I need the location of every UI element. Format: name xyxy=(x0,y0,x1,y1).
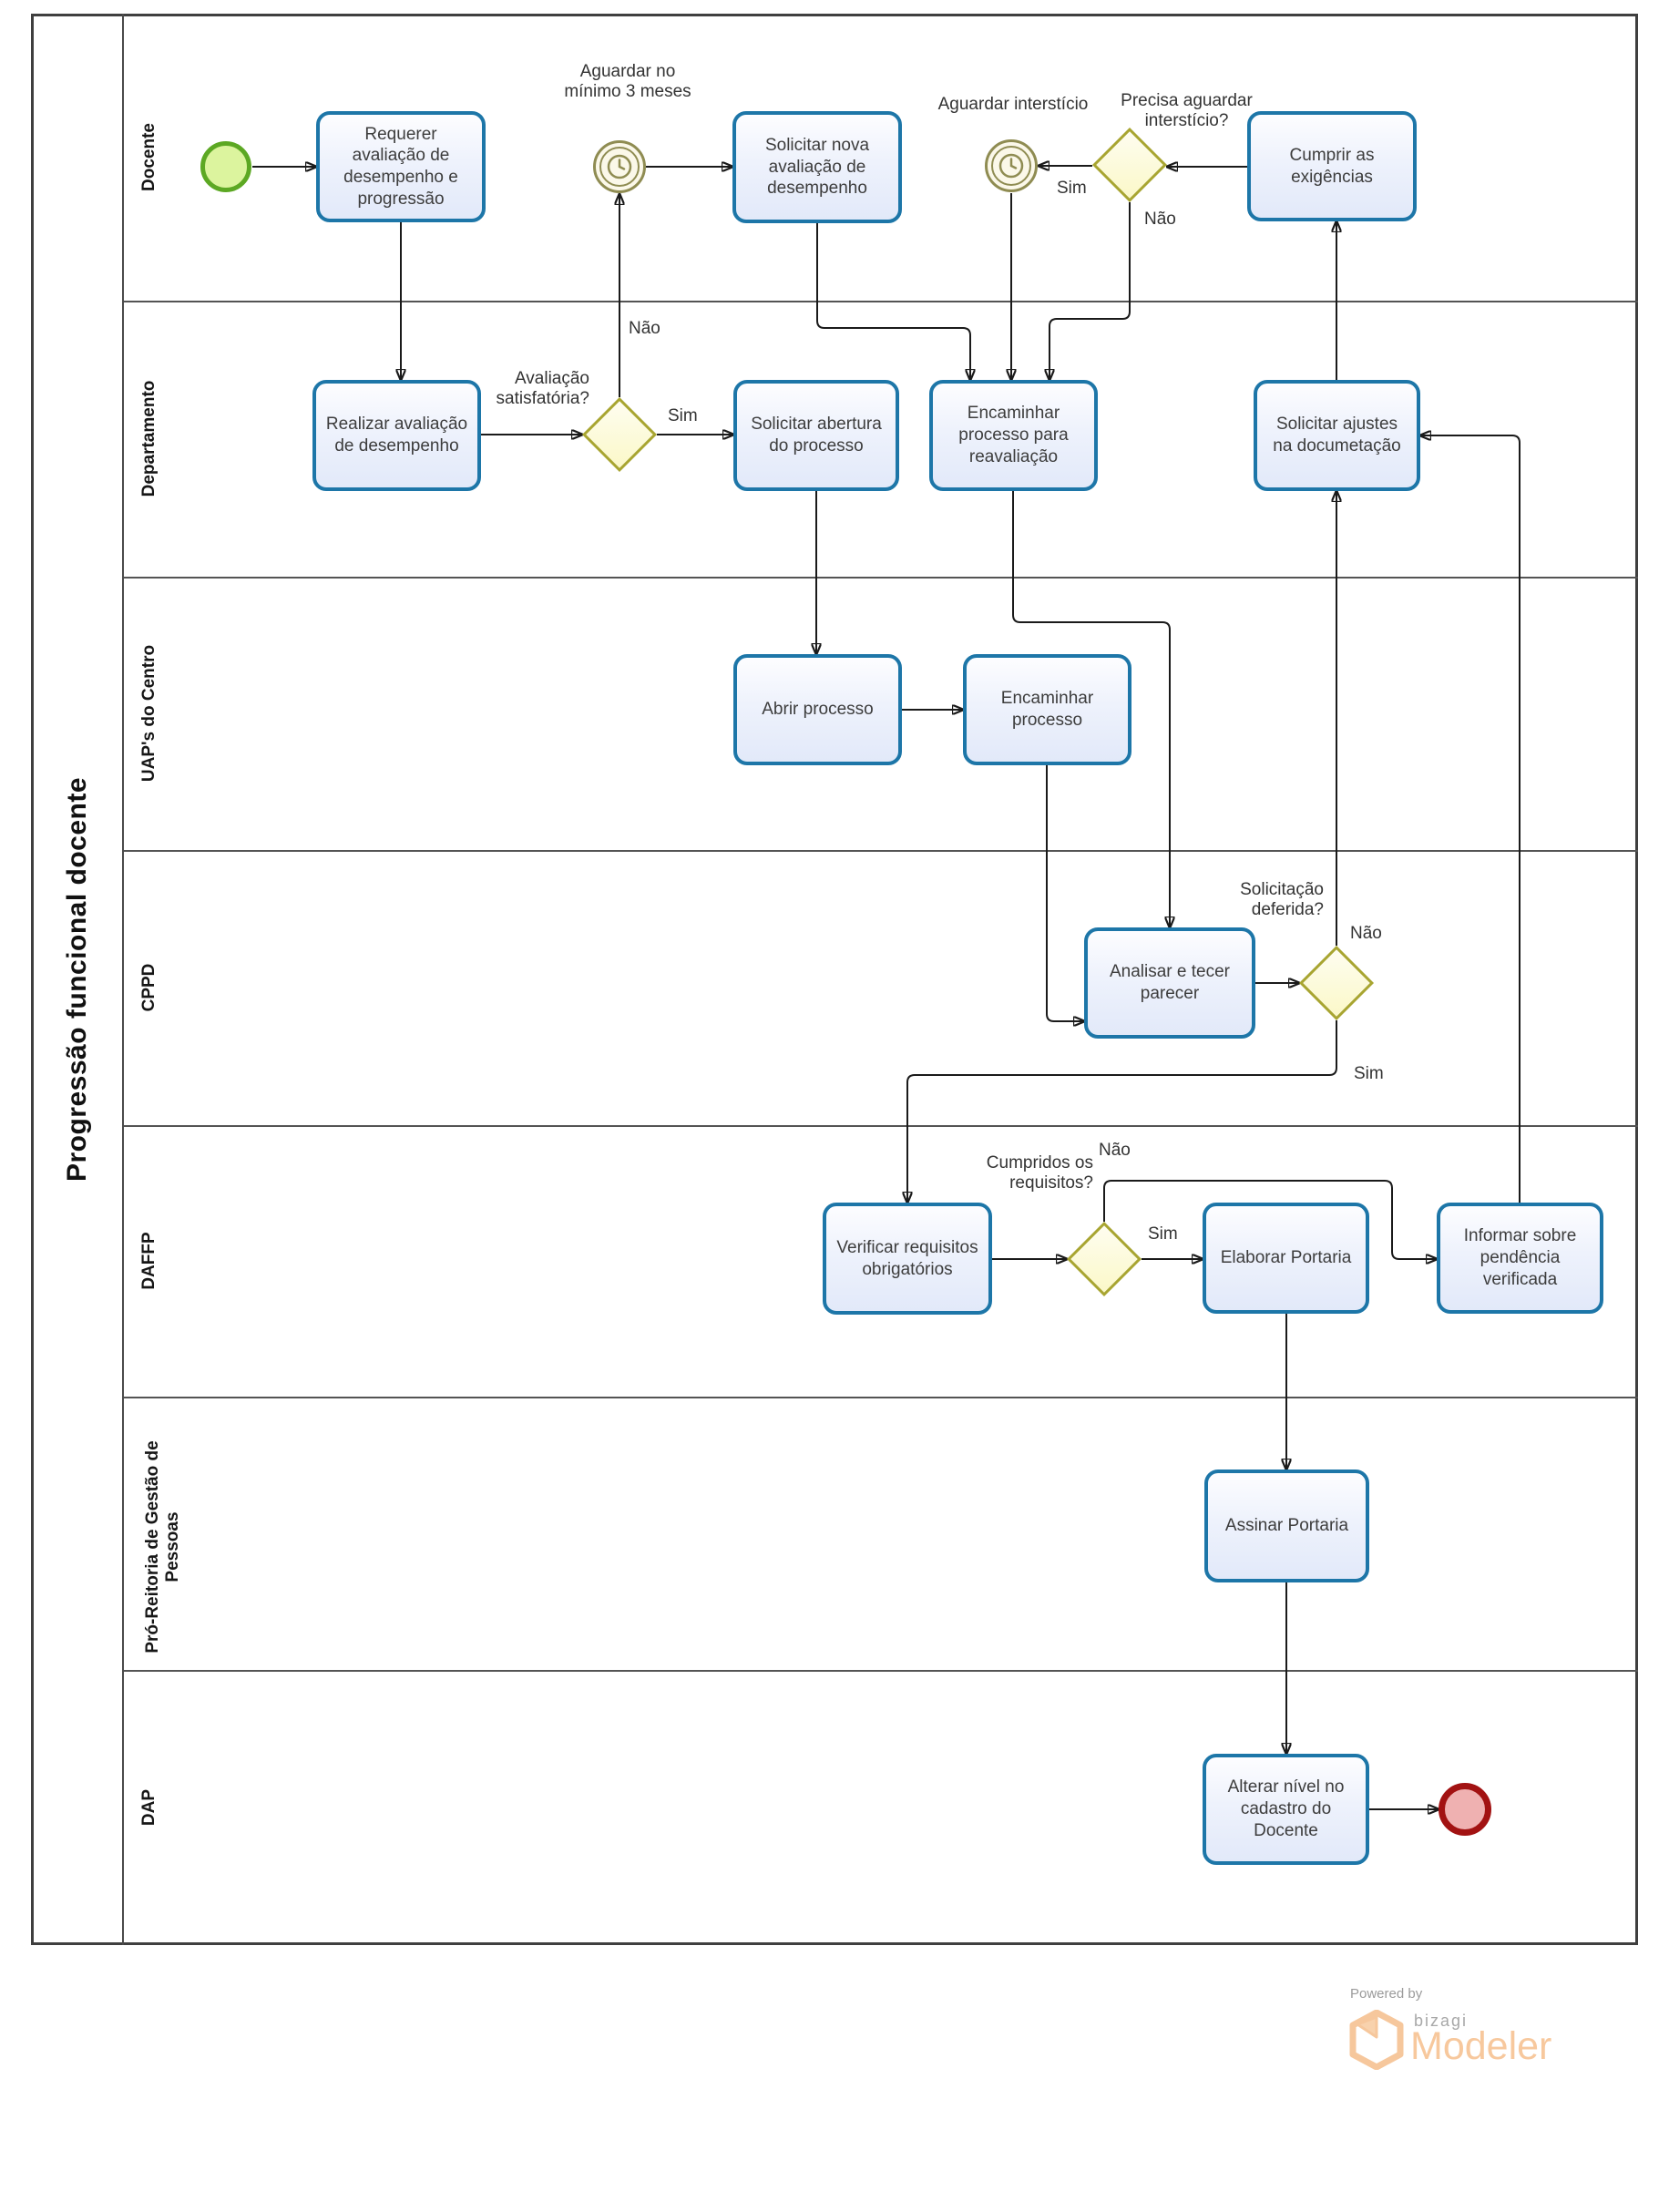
bizagi-logo-icon xyxy=(1349,2010,1404,2070)
clock-icon xyxy=(998,153,1024,179)
edge-label-nao: Não xyxy=(1099,1141,1131,1160)
edge-g4-informar-nao[interactable] xyxy=(1103,1180,1437,1259)
task-solicitar-nova[interactable]: Solicitar nova avaliação de desempenho xyxy=(732,111,902,223)
task-encaminhar-processo[interactable]: Encaminhar processo xyxy=(963,654,1131,765)
task-label: Solicitar abertura do processo xyxy=(751,415,882,456)
task-cumprir[interactable]: Cumprir as exigências xyxy=(1247,111,1417,221)
gateway-question: Solicitação deferida? xyxy=(1240,880,1324,920)
clock-icon xyxy=(607,154,632,179)
task-label: Solicitar nova avaliação de desempenho xyxy=(764,135,870,199)
lane-divider xyxy=(124,1125,1638,1127)
task-solicitar-abertura[interactable]: Solicitar abertura do processo xyxy=(733,380,899,491)
lane-divider xyxy=(124,577,1638,579)
task-encaminhar-reavaliacao[interactable]: Encaminhar processo para reavaliação xyxy=(929,380,1098,491)
task-requerer[interactable]: Requerer avaliação de desempenho e progr… xyxy=(316,111,486,222)
task-label: Solicitar ajustes na documetação xyxy=(1273,415,1401,456)
task-label: Assinar Portaria xyxy=(1224,1516,1349,1536)
bizagi-wordmark: bizagi xyxy=(1414,2012,1469,2030)
edge-encreav-analisar[interactable] xyxy=(1012,491,1170,927)
edge-solicitarnova-encreav[interactable] xyxy=(816,223,970,380)
task-label: Informar sobre pendência verificada xyxy=(1463,1226,1577,1289)
task-label: Realizar avaliação de desempenho xyxy=(325,415,468,456)
edge-label-sim: Sim xyxy=(1148,1224,1178,1244)
pool-title-divider xyxy=(122,14,124,1945)
edge-label-sim: Sim xyxy=(1354,1064,1384,1083)
gateway-question: Cumpridos os requisitos? xyxy=(986,1153,1093,1193)
task-label: Requerer avaliação de desempenho e progr… xyxy=(343,124,458,209)
task-abrir-processo[interactable]: Abrir processo xyxy=(733,654,902,765)
timer-caption: Aguardar interstício xyxy=(937,95,1089,114)
edge-g1-encreav-nao[interactable] xyxy=(1050,202,1131,380)
pool-border xyxy=(31,14,1638,1945)
task-label: Abrir processo xyxy=(762,700,874,720)
task-label: Analisar e tecer parecer xyxy=(1109,962,1230,1003)
timer-event-intersticio[interactable] xyxy=(985,139,1038,192)
end-event[interactable] xyxy=(1439,1783,1491,1836)
task-assinar[interactable]: Assinar Portaria xyxy=(1204,1470,1369,1582)
lane-divider xyxy=(124,850,1638,852)
modeler-wordmark: Modeler xyxy=(1410,2024,1552,2068)
gateway-question: Precisa aguardar interstício? xyxy=(1121,91,1253,131)
gateway-question: Avaliação satisfatória? xyxy=(496,369,589,409)
start-event[interactable] xyxy=(200,141,251,192)
lane-divider xyxy=(124,1397,1638,1398)
timer-caption: Aguardar no mínimo 3 meses xyxy=(564,62,691,102)
edge-informar-solicitarajustes[interactable] xyxy=(1420,435,1521,1203)
timer-event-3-meses[interactable] xyxy=(593,140,646,193)
edge-g3-verificar-sim[interactable] xyxy=(907,1020,1337,1203)
lane-divider xyxy=(124,1670,1638,1672)
lane-divider xyxy=(124,301,1638,302)
edge-label-sim: Sim xyxy=(1057,179,1087,198)
task-verificar[interactable]: Verificar requisitos obrigatórios xyxy=(823,1203,992,1315)
edge-encproc-analisar[interactable] xyxy=(1046,765,1084,1021)
task-label: Cumprir as exigências xyxy=(1289,145,1375,187)
timer-ring xyxy=(599,147,640,187)
task-analisar[interactable]: Analisar e tecer parecer xyxy=(1084,927,1255,1039)
task-label: Verificar requisitos obrigatórios xyxy=(836,1237,978,1279)
powered-by-text: Powered by xyxy=(1350,1986,1423,2002)
edge-label-sim: Sim xyxy=(668,406,698,425)
edge-label-nao: Não xyxy=(1144,210,1176,229)
task-label: Encaminhar processo xyxy=(1000,689,1094,730)
task-realizar[interactable]: Realizar avaliação de desempenho xyxy=(312,380,481,491)
task-label: Elaborar Portaria xyxy=(1220,1248,1352,1268)
edge-label-nao: Não xyxy=(1350,924,1382,943)
task-informar[interactable]: Informar sobre pendência verificada xyxy=(1437,1203,1603,1314)
task-elaborar[interactable]: Elaborar Portaria xyxy=(1203,1203,1369,1314)
task-solicitar-ajustes[interactable]: Solicitar ajustes na documetação xyxy=(1254,380,1420,491)
edge-label-nao: Não xyxy=(629,319,660,338)
task-alterar[interactable]: Alterar nível no cadastro do Docente xyxy=(1203,1754,1369,1865)
task-label: Encaminhar processo para reavaliação xyxy=(958,404,1069,466)
task-label: Alterar nível no cadastro do Docente xyxy=(1227,1777,1345,1840)
timer-ring xyxy=(991,146,1031,186)
